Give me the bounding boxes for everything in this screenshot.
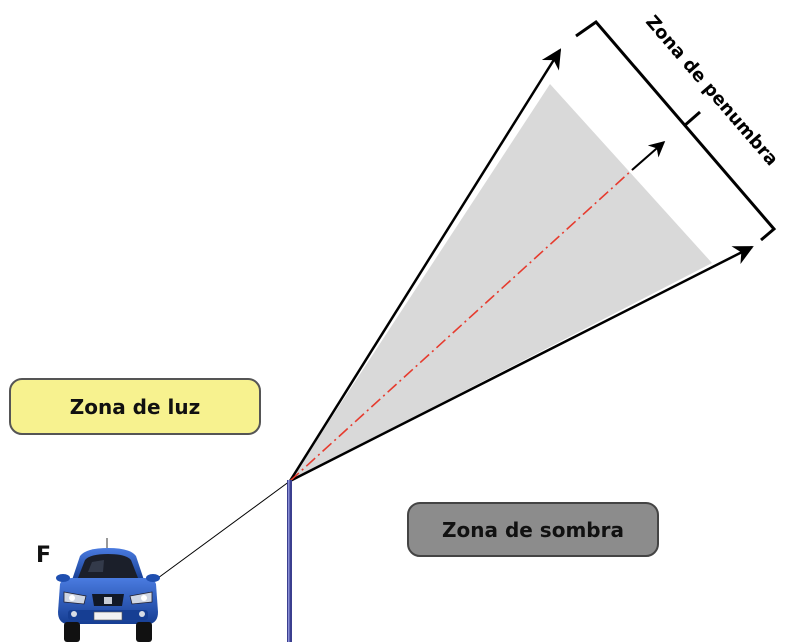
lower-ray [289,245,754,483]
pole-highlight [288,480,290,642]
central-axis-arrow [631,140,666,171]
sombra-box [407,502,659,557]
car-icon [56,538,160,642]
light-line [157,480,291,579]
central-axis [289,169,633,482]
penumbra-zone [290,84,712,481]
sombra-label: Zona de sombra [442,518,624,542]
source-label: F [36,543,51,568]
penumbra-label: Zona de penumbra [641,12,782,171]
luz-label: Zona de luz [70,395,201,419]
luz-box [9,378,261,435]
upper-ray [288,48,562,482]
penumbra-bracket-tick [683,110,701,128]
